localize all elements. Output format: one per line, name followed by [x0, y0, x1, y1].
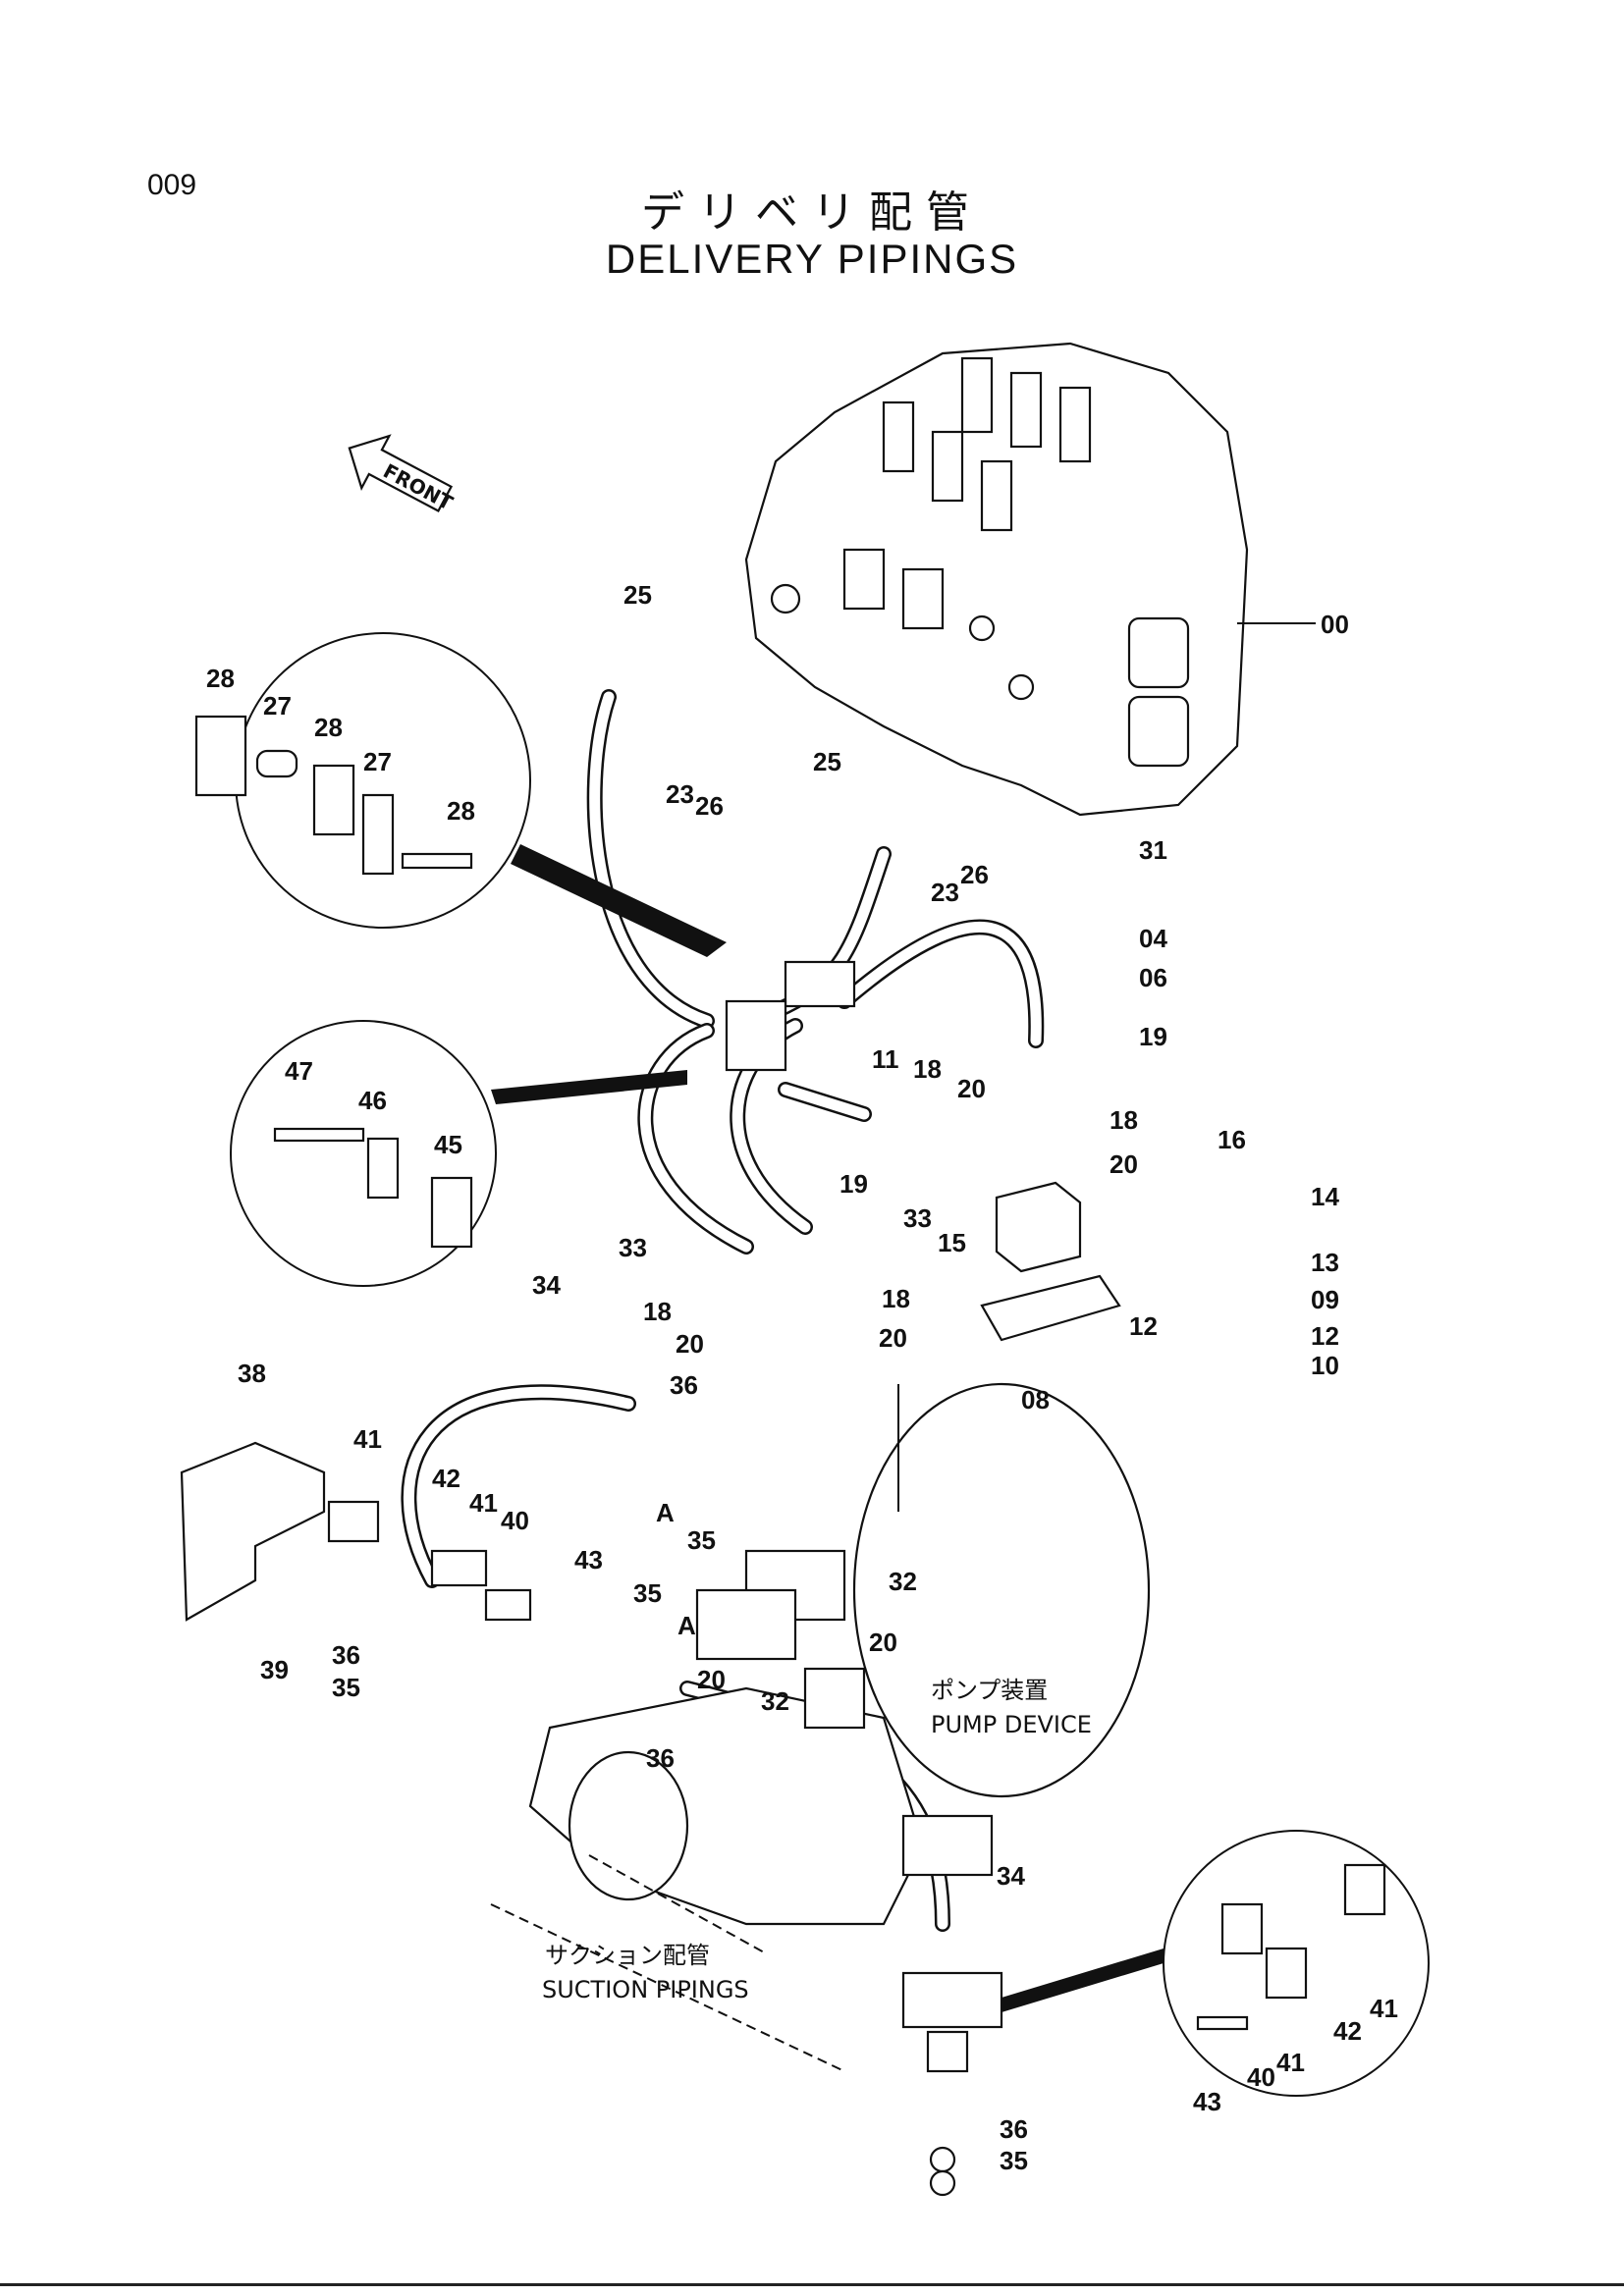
callout-37b: 36	[646, 1743, 675, 1773]
callout-10: 09	[1311, 1285, 1339, 1314]
callout-42a: 42	[432, 1464, 460, 1493]
callout-19b: 19	[839, 1169, 868, 1199]
callout-28: 28	[447, 796, 475, 826]
callout-31: 31	[1139, 835, 1167, 865]
callout-45: 45	[434, 1130, 462, 1159]
callout-15: 15	[938, 1228, 966, 1257]
callout-32b: 32	[761, 1686, 789, 1716]
callout-41a: 41	[353, 1424, 382, 1454]
callout-14: 14	[1311, 1182, 1339, 1211]
callout-20a: 20	[1110, 1149, 1138, 1179]
callout-37a: 36	[670, 1370, 698, 1400]
suction-jp: サクション配管	[545, 1942, 710, 1969]
callout-23b: 26	[960, 860, 989, 889]
callout-04: 04	[1139, 924, 1167, 953]
callout-34b: 34	[997, 1861, 1025, 1891]
callout-46: 46	[358, 1086, 387, 1115]
callout-26b: 28	[314, 713, 343, 742]
callout-43a: 43	[574, 1545, 603, 1575]
callout-36d: 35	[332, 1673, 360, 1702]
marker-a2: A	[677, 1611, 696, 1640]
callout-08: 11	[872, 1044, 899, 1074]
callout-33a: 33	[903, 1203, 932, 1233]
suction-en: SUCTION PIPINGS	[542, 1976, 749, 2003]
callout-26a: 28	[206, 664, 235, 693]
marker-a1: A	[656, 1498, 675, 1527]
manifold-block	[980, 1181, 1121, 1342]
callout-37c: 36	[1000, 2114, 1028, 2144]
bracket-38	[180, 1441, 532, 1622]
callout-37d: 36	[332, 1640, 360, 1670]
callout-47: 47	[285, 1056, 313, 1086]
suction-clamp	[901, 1971, 1003, 2197]
callout-36c: 35	[1000, 2146, 1028, 2175]
title-english: DELIVERY PIPINGS	[605, 236, 1019, 282]
callout-18d: 18	[643, 1297, 672, 1326]
callout-23a: 26	[695, 791, 724, 821]
callout-35b: 35	[633, 1578, 662, 1608]
callout-18a: 18	[1110, 1105, 1138, 1135]
callout-13: 13	[1311, 1248, 1339, 1277]
callout-22a: 25	[623, 580, 652, 610]
callout-41c: 41	[1370, 1994, 1398, 2023]
callout-20d: 20	[676, 1329, 704, 1359]
callout-33b: 33	[619, 1233, 647, 1262]
callout-labels: 00 31 04 06 19 18 16 20 14 15 13 09 12 1…	[206, 580, 1398, 2175]
callout-32a: 32	[889, 1567, 917, 1596]
footer-rule	[0, 2283, 1624, 2286]
callout-41d: 41	[1276, 2048, 1305, 2077]
clamp-block	[725, 960, 856, 1072]
callout-42b: 42	[1333, 2016, 1362, 2046]
page-number: 009	[147, 169, 197, 201]
callout-34a: 34	[532, 1270, 561, 1300]
callout-20b: 20	[957, 1074, 986, 1103]
callout-06: 06	[1139, 963, 1167, 992]
callout-40b: 40	[1247, 2062, 1275, 2092]
callout-43b: 43	[1193, 2087, 1221, 2116]
callout-41b: 41	[469, 1488, 498, 1518]
callout-12: 12	[1311, 1321, 1339, 1351]
callout-39: 39	[260, 1655, 289, 1684]
callout-20f: 20	[697, 1665, 726, 1694]
callout-38: 38	[238, 1359, 266, 1388]
callout-22b: 25	[813, 747, 841, 776]
callout-18c: 18	[882, 1284, 910, 1313]
callout-35a: 35	[687, 1525, 716, 1555]
front-arrow-icon: FRONT	[348, 434, 457, 515]
detail-circle-45-47	[230, 1020, 687, 1287]
callout-21a: 23	[666, 779, 694, 809]
callout-20c: 20	[879, 1323, 907, 1353]
pump-device-jp: ポンプ装置	[931, 1677, 1048, 1704]
control-valve	[744, 342, 1316, 817]
detail-circle-40-43	[1001, 1830, 1430, 2097]
pump-device	[490, 1382, 1151, 2072]
callout-40a: 40	[501, 1506, 529, 1535]
callout-21b: 23	[931, 878, 959, 907]
callout-20e: 20	[869, 1628, 897, 1657]
callout-19a: 19	[1139, 1022, 1167, 1051]
callout-09: 08	[1021, 1385, 1050, 1415]
title-japanese: デリベリ配管	[641, 187, 983, 238]
callout-11: 10	[1311, 1351, 1339, 1380]
callout-25: 27	[363, 747, 392, 776]
callout-18b: 18	[913, 1054, 942, 1084]
callout-00: 00	[1321, 610, 1349, 639]
callout-12b: 12	[1129, 1311, 1158, 1341]
detail-circle-26-28	[194, 632, 727, 957]
callout-27: 27	[263, 691, 292, 721]
pump-device-en: PUMP DEVICE	[931, 1711, 1092, 1738]
callout-16: 16	[1218, 1125, 1246, 1154]
